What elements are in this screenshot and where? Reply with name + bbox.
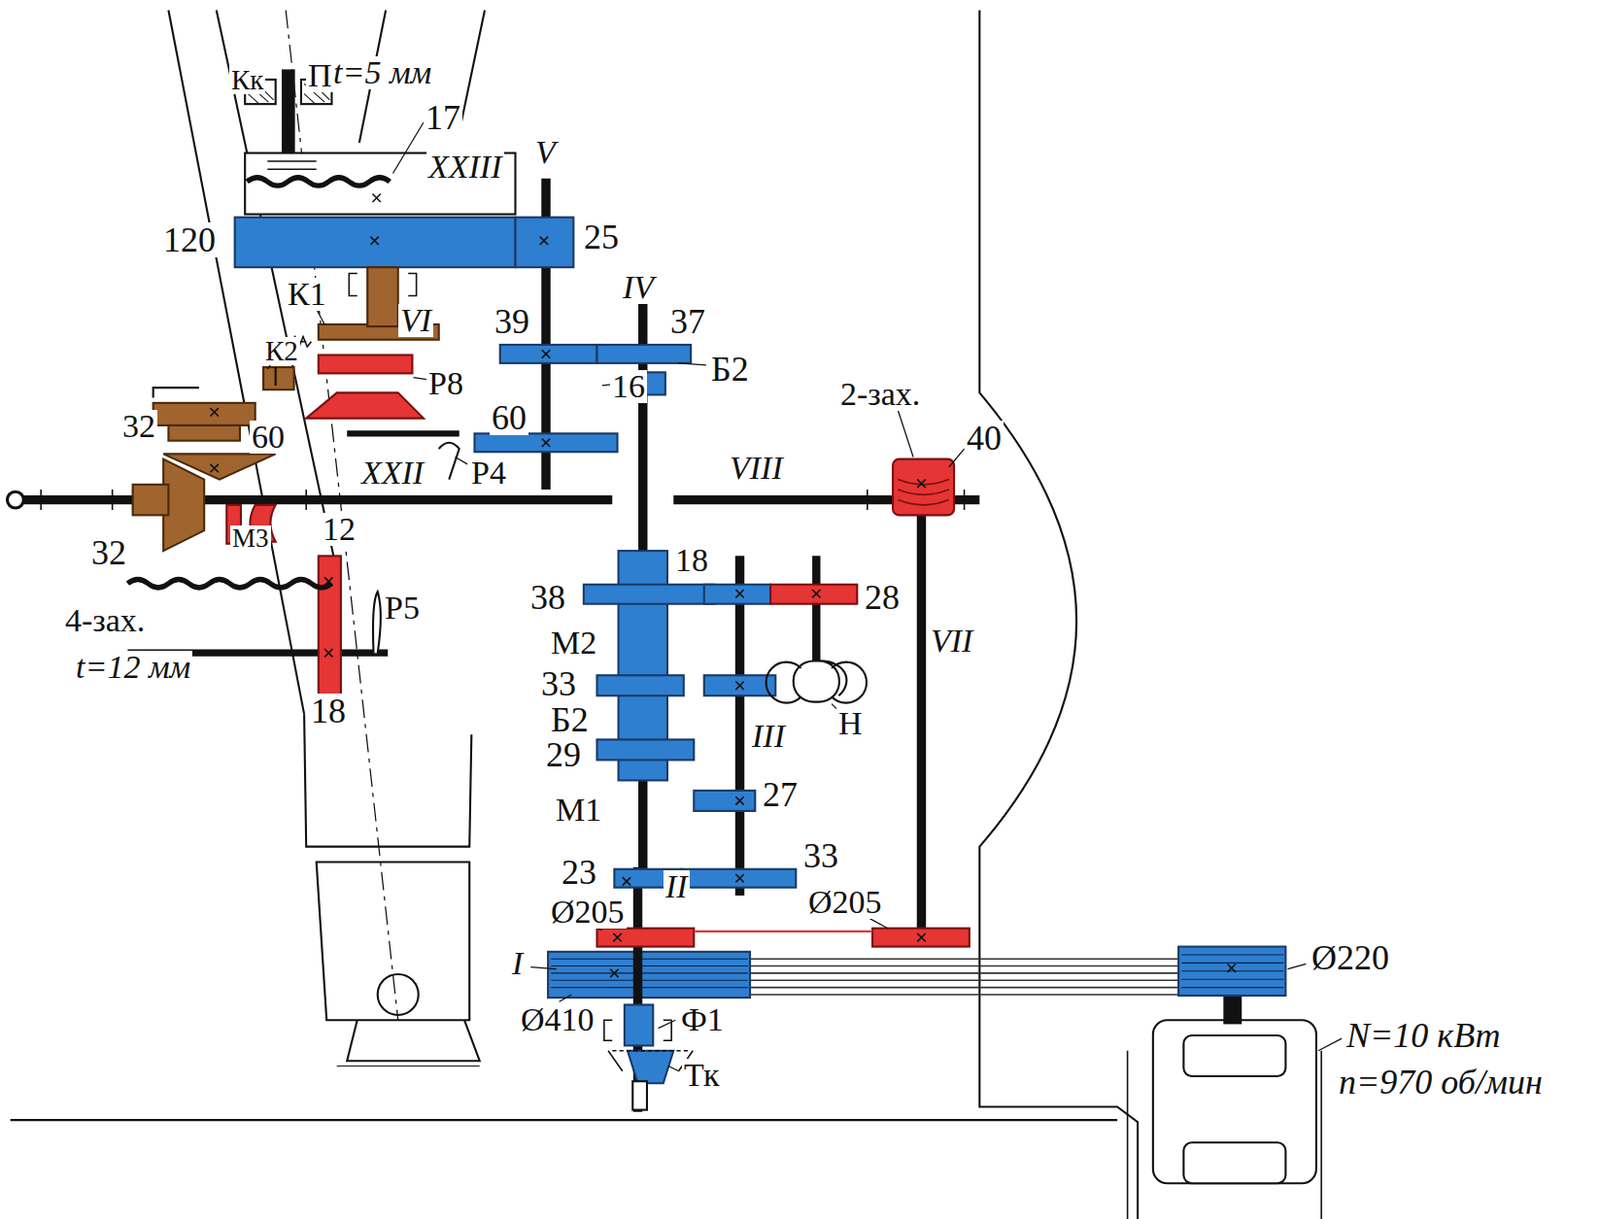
callout-label: П xyxy=(306,59,335,93)
callout-label: 16 xyxy=(610,370,647,404)
callout-label: XXII xyxy=(359,456,426,490)
callout-label: 18 xyxy=(308,693,348,729)
callout-label: М1 xyxy=(553,793,604,827)
callout-label: VII xyxy=(928,624,975,658)
callout-label: 2-зах. xyxy=(838,377,922,411)
callout-label: 27 xyxy=(760,777,800,813)
callout-label: 39 xyxy=(492,304,532,340)
callout-label: n=970 об/мин xyxy=(1336,1064,1545,1100)
callout-label: 18 xyxy=(673,544,711,578)
callout-label: Р5 xyxy=(382,591,422,625)
callout-label: XXIII xyxy=(426,150,505,184)
callout-label: 4-зах. xyxy=(63,604,147,638)
callout-label: 40 xyxy=(964,420,1004,456)
callout-label: III xyxy=(749,719,787,753)
callout-label: Б2 xyxy=(709,351,751,387)
callout-label: 120 xyxy=(161,222,218,258)
callout-label: Тк xyxy=(681,1058,721,1092)
callout-label: 23 xyxy=(559,854,599,890)
callout-label: t=5 мм xyxy=(331,56,434,90)
callout-label: 28 xyxy=(862,579,902,615)
callout-label: Кк xyxy=(229,66,266,95)
callout-label: Б2 xyxy=(548,702,591,738)
callout-label: М3 xyxy=(230,525,272,552)
callout-label: М2 xyxy=(548,626,599,660)
callout-label: N=10 кВт xyxy=(1344,1018,1503,1054)
callout-label: 25 xyxy=(581,219,621,255)
callout-label: 33 xyxy=(539,666,579,702)
callout-label: Р8 xyxy=(426,367,466,401)
callout-label: 60 xyxy=(489,400,529,436)
callout-label: 38 xyxy=(528,579,568,615)
callout-label: I xyxy=(510,947,525,981)
callout-label: VI xyxy=(398,304,434,338)
callout-label: 12 xyxy=(320,512,358,546)
callout-label: Ø410 xyxy=(518,1003,597,1037)
callout-label: Ф1 xyxy=(679,1003,726,1037)
callout-label: VIII xyxy=(727,451,785,485)
callout-label: 33 xyxy=(801,838,841,874)
callout-label: Ø220 xyxy=(1309,940,1392,976)
callout-label: Ø205 xyxy=(548,895,627,929)
callout-label: IV xyxy=(620,271,656,305)
callout-label: 29 xyxy=(544,737,583,773)
callout-label: Р4 xyxy=(469,456,509,490)
callout-label: Н xyxy=(836,707,865,741)
callout-label: 37 xyxy=(668,304,708,340)
callout-label: К1 xyxy=(285,277,329,311)
callout-label: 17 xyxy=(423,100,463,136)
callout-label: II xyxy=(663,870,690,904)
callout-label: 32 xyxy=(89,535,129,571)
callout-label: t=12 мм xyxy=(73,650,193,684)
callout-label: 32 xyxy=(120,409,158,443)
callout-label: V xyxy=(533,136,558,170)
callout-label: 60 xyxy=(249,420,287,454)
callout-label: Ø205 xyxy=(806,885,885,920)
callout-label: К2 xyxy=(263,337,301,366)
